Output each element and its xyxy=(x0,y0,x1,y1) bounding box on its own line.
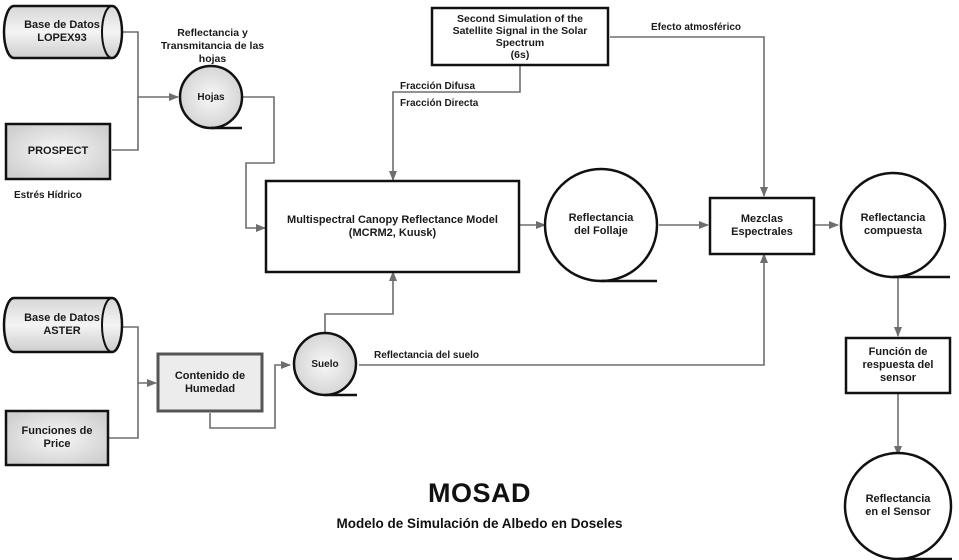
edge-label-efecto-atmosferico: Efecto atmosférico xyxy=(651,22,742,33)
node-sixs xyxy=(430,6,610,67)
edge-prospect-hojas xyxy=(112,97,139,151)
diagram-subtitle: Modelo de Simulación de Albedo en Dosele… xyxy=(336,516,623,531)
node-price xyxy=(4,409,110,467)
edge-aster-humedad xyxy=(117,326,157,387)
node-aster xyxy=(2,296,124,354)
node-mcrm-label: Multispectral Canopy Reflectance Model(M… xyxy=(287,213,498,239)
node-prospect xyxy=(4,122,112,181)
edge-suelo-mcrm xyxy=(324,271,397,338)
node-respuesta xyxy=(844,336,952,395)
node-hojas xyxy=(178,64,244,130)
node-hojas-label: Hojas xyxy=(197,91,225,103)
node-compuesta xyxy=(839,171,950,279)
edge-hojas-mcrm xyxy=(243,96,275,232)
edge-label-fraccion-directa: Fracción Directa xyxy=(400,98,479,109)
edge-label-estres-hidrico: Estrés Hídrico xyxy=(14,190,82,201)
node-prospect-label: PROSPECT xyxy=(27,145,89,157)
node-follaje xyxy=(543,167,659,283)
edge-suelo-mezclas xyxy=(359,253,768,366)
edge-sixs-mcrm xyxy=(389,66,521,181)
diagram-title: MOSAD xyxy=(428,478,531,508)
edge-sixs-mezclas xyxy=(610,36,768,197)
edge-label-reflectancia-suelo: Reflectancia del suelo xyxy=(374,350,480,361)
node-mezclas xyxy=(708,196,816,256)
node-suelo xyxy=(292,331,358,397)
edge-label-fraccion-difusa: Fracción Difusa xyxy=(400,81,476,92)
node-mcrm xyxy=(264,179,521,274)
edge-humedad-suelo xyxy=(209,361,291,429)
node-humedad xyxy=(156,352,264,413)
node-sensor xyxy=(843,451,953,560)
node-lopex xyxy=(2,4,124,60)
edge-price-humedad xyxy=(108,383,139,439)
edge-lopex-hojas xyxy=(117,31,179,101)
node-suelo-label: Suelo xyxy=(311,358,339,370)
